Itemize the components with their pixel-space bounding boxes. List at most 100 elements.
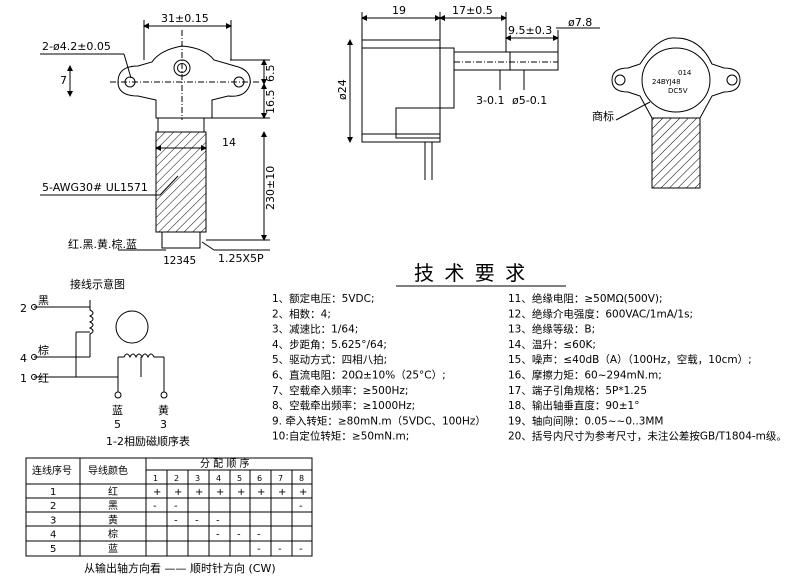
lead-width-dim: 14 [222, 136, 236, 149]
table-cell: - [174, 515, 178, 526]
table-row-num: 4 [50, 530, 56, 541]
table-row-color: 棕 [108, 528, 118, 541]
brand-label: 商标 [592, 109, 614, 123]
pin-3-color: 黄 [158, 403, 169, 417]
table-cell: - [153, 501, 157, 512]
label-view [611, 37, 741, 189]
table-cell: + [174, 487, 182, 498]
table-cell: + [216, 487, 224, 498]
table-cell: + [278, 487, 286, 498]
spec-item: 20、括号内尺寸为参考尺寸，未注公差按GB/T1804-m级。 [508, 430, 787, 443]
spec-item: 12、绝缘介电强度：600VAC/1mA/1s; [508, 307, 693, 320]
spec-item: 15、噪声：≤40dB（A）（100Hz，空载，10cm）; [508, 353, 752, 366]
width-dim: 31±0.15 [161, 12, 209, 25]
spec-item: 17、端子引角规格：5P*1.25 [508, 384, 647, 397]
specs-left-column: 1、额定电压：5VDC; 2、相数：4; 3、减速比：1/64; 4、步距角：5.62… [272, 292, 486, 443]
right-dim-a: 6.5 [264, 65, 277, 83]
spec-item: 16、摩擦力矩：60~294mN.m; [508, 369, 662, 382]
table-cell: - [237, 530, 241, 541]
spec-item: 13、绝缘等级：B; [508, 323, 595, 336]
table-cell: - [216, 515, 220, 526]
spec-item: 1、额定电压：5VDC; [272, 292, 375, 305]
table-step-header: 3 [195, 474, 200, 483]
table-row-color: 黑 [108, 500, 118, 512]
wire-spec: 5-AWG30# UL1571 [42, 181, 148, 194]
table-step-header: 7 [278, 474, 283, 483]
pin-1-num: 1 [20, 372, 27, 385]
table-row-color: 蓝 [108, 543, 118, 555]
right-dim-b: 16.5 [264, 90, 277, 115]
table-row-num: 5 [50, 544, 56, 555]
sequence-table [25, 457, 313, 557]
pin-4-color: 棕 [38, 343, 49, 357]
shaft-len-dim: 17±0.5 [452, 4, 493, 17]
left-dim: 7 [60, 74, 67, 87]
schematic-title: 接线示意图 [70, 277, 125, 291]
table-cell: - [174, 501, 178, 512]
wire-colors: 红.黑.黄.棕.蓝 [68, 237, 137, 251]
spec-item: 5、驱动方式：四相八拍; [272, 353, 387, 366]
table-cell: - [257, 544, 261, 555]
table-cell: + [299, 487, 307, 498]
table-step-header: 4 [216, 474, 221, 483]
pin-2-color: 黑 [38, 294, 49, 307]
table-col-num: 连线序号 [32, 464, 72, 477]
connector-spec: 1.25X5P [218, 252, 264, 265]
pin-1-color: 红 [38, 372, 49, 385]
spec-item: 10:自定位转矩：≥50mN.m; [272, 430, 409, 443]
spec-item: 9. 牵入转矩：≥80mN.m（5VDC、100Hz） [272, 414, 486, 427]
pin-5-color: 蓝 [112, 404, 123, 417]
spec-item: 7、空载牵入频率：≥500Hz; [272, 384, 408, 397]
table-cell: - [299, 501, 303, 512]
pin-numbers: 12345 [163, 254, 196, 267]
front-view [40, 20, 270, 251]
body-dia-dim: ø24 [336, 79, 349, 100]
table-step-header: 5 [237, 474, 242, 483]
spec-item: 4、步距角：5.625°/64; [272, 339, 387, 351]
body-len-dim: 19 [392, 4, 406, 17]
spec-item: 14、温升：≤60K; [508, 339, 596, 351]
table-step-header: 8 [299, 474, 304, 483]
spec-item: 19、轴向间隙：0.05~~0..3MM [508, 414, 664, 427]
table-row-num: 3 [50, 515, 56, 526]
holes-dim: 2-ø4.2±0.05 [42, 40, 111, 53]
wiring-schematic [31, 300, 168, 399]
pin-4-num: 4 [20, 352, 27, 365]
label-voltage: DC5V [668, 87, 688, 95]
spec-item: 8、空载牵出频率：≥1000Hz; [272, 399, 415, 412]
label-model: 24BYJ48 [652, 78, 681, 86]
sequence-table-title: 1-2相励磁顺序表 [106, 434, 190, 448]
table-cell: + [257, 487, 265, 498]
table-step-header: 6 [257, 474, 262, 483]
spec-item: 2、相数：4; [272, 307, 331, 320]
table-group-header: 分 配 顺 序 [200, 457, 250, 470]
table-row-num: 1 [50, 487, 56, 498]
shaft-dia-dim: ø7.8 [568, 16, 592, 29]
table-cell: - [299, 544, 303, 555]
specs-right-column: 11、绝缘电阻：≥50MΩ(500V); 12、绝缘介电强度：600VAC/1mA… [508, 292, 787, 443]
table-cell: + [153, 487, 161, 498]
side-view [347, 12, 600, 180]
spec-item: 18、输出轴垂直度：90±1° [508, 399, 639, 412]
spec-item: 3、减速比：1/64; [272, 323, 358, 336]
lead-len-dim: 230±10 [264, 166, 277, 210]
spec-item: 11、绝缘电阻：≥50MΩ(500V); [508, 292, 663, 305]
table-cell: - [195, 515, 199, 526]
pin-3-num: 3 [160, 418, 167, 431]
shaft-dim: ø5-0.1 [512, 94, 547, 107]
table-step-header: 2 [174, 474, 179, 483]
pin-5-num: 5 [114, 418, 121, 431]
table-cell: - [257, 530, 261, 541]
table-cell: + [237, 487, 245, 498]
table-step-header: 1 [153, 474, 158, 483]
specs-title: 技 术 要 求 [414, 261, 527, 285]
table-footer: 从输出轴方向看 —— 顺时针方向 (CW) [84, 561, 276, 575]
table-row-color: 黄 [108, 513, 118, 526]
pin-2-num: 2 [20, 302, 27, 315]
table-cell: - [216, 530, 220, 541]
table-row-num: 2 [50, 501, 56, 512]
table-row-color: 红 [108, 485, 118, 498]
label-code: 014 [678, 69, 692, 77]
